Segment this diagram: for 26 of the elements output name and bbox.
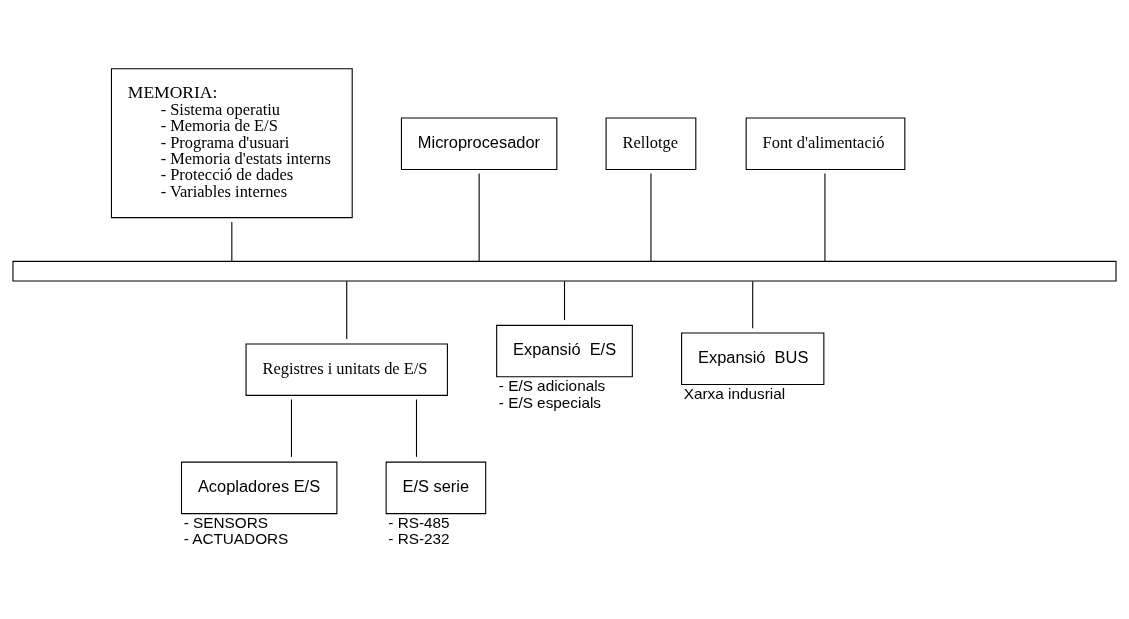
node-box: Microprocesador — [400, 117, 558, 170]
node-box: MEMORIA: - Sistema operatiu - Memoria de E/S - Programa d'usuari - Memoria d'estats interns - Protecció de dades - Variables internes — [110, 68, 353, 219]
node-box: E/S serie — [385, 461, 487, 515]
node-label: - ACTUADORS — [183, 530, 289, 548]
connector — [415, 398, 418, 458]
node-label: - RS-232 — [388, 530, 450, 548]
node-bar — [12, 260, 1117, 282]
node-label: - SENSORS — [183, 514, 268, 532]
node-box: Font d'alimentació — [745, 117, 906, 170]
connector — [290, 398, 292, 458]
connector — [650, 172, 652, 262]
node-box: Expansió E/S — [496, 324, 633, 378]
node-box: Expansió BUS — [681, 332, 825, 385]
connector — [824, 172, 826, 262]
connector — [752, 280, 754, 329]
node-box: Rellotge — [605, 117, 697, 170]
node-box: Registres i unitats de E/S — [245, 343, 448, 396]
node-label: - RS-485 — [388, 514, 450, 532]
connector — [231, 221, 233, 262]
node-label: - E/S especials — [498, 393, 601, 411]
node-box: Acopladores E/S — [180, 461, 338, 515]
connector — [346, 280, 348, 340]
node-label: Xarxa indusrial — [683, 384, 786, 402]
connector — [478, 172, 480, 262]
connector — [563, 280, 566, 321]
node-label: - E/S adicionals — [498, 377, 606, 395]
